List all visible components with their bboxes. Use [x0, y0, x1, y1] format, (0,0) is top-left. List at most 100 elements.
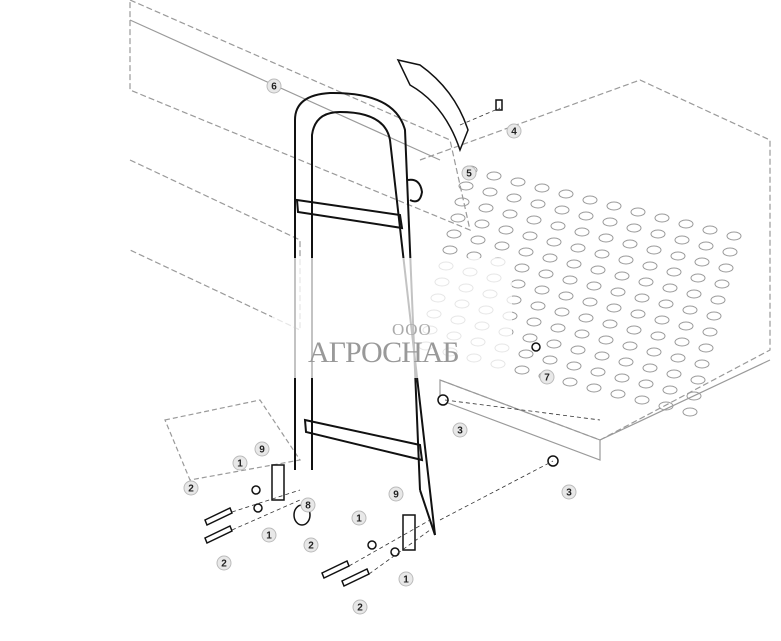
perforation-hole: [638, 379, 654, 389]
perforation-hole: [686, 289, 702, 299]
perforation-hole: [634, 293, 650, 303]
callout-circle: [461, 165, 477, 181]
perforation-hole: [726, 231, 742, 241]
perforation-hole: [522, 333, 538, 343]
perforation-hole: [710, 295, 726, 305]
perforation-hole: [578, 211, 594, 221]
perforation-hole: [666, 267, 682, 277]
perforation-hole: [530, 199, 546, 209]
perforation-hole: [578, 313, 594, 323]
perforation-hole: [594, 351, 610, 361]
perforation-hole: [442, 245, 458, 255]
callout-2: 2: [183, 480, 199, 496]
perforation-hole: [630, 309, 646, 319]
perforation-hole: [570, 243, 586, 253]
perforation-hole: [550, 221, 566, 231]
callout-circle: [261, 527, 277, 543]
perforation-hole: [566, 361, 582, 371]
callout-6: 6: [266, 78, 282, 94]
perforation-hole: [626, 223, 642, 233]
callout-number: 8: [305, 501, 311, 512]
perforation-hole: [514, 365, 530, 375]
callout-circle: [300, 497, 316, 513]
callout-circle: [388, 486, 404, 502]
callout-number: 2: [357, 603, 363, 614]
callout-7: 7: [539, 369, 555, 385]
callout-number: 1: [403, 575, 409, 586]
perforation-hole: [586, 383, 602, 393]
perforation-hole: [542, 355, 558, 365]
callout-circle: [183, 480, 199, 496]
callout-number: 2: [308, 541, 314, 552]
callout-circle: [506, 123, 522, 139]
callout-circle: [539, 369, 555, 385]
callout-circle: [351, 510, 367, 526]
callout-number: 7: [544, 373, 550, 384]
perforation-hole: [590, 367, 606, 377]
perforation-hole: [642, 363, 658, 373]
perforation-hole: [662, 385, 678, 395]
perforation-hole: [562, 275, 578, 285]
perforation-hole: [574, 227, 590, 237]
perforation-hole: [582, 195, 598, 205]
callout-circle: [232, 455, 248, 471]
perforation-hole: [678, 321, 694, 331]
callout-3: 3: [452, 422, 468, 438]
perforation-hole: [494, 241, 510, 251]
perforation-hole: [646, 347, 662, 357]
platform-background: [129, 0, 771, 481]
perforation-hole: [506, 193, 522, 203]
perforation-hole: [702, 327, 718, 337]
perforation-hole: [550, 323, 566, 333]
callout-1: 1: [261, 527, 277, 543]
perforation-hole: [650, 229, 666, 239]
perforation-hole: [682, 407, 698, 417]
perforation-hole: [618, 357, 634, 367]
perforation-hole: [646, 245, 662, 255]
callout-number: 2: [188, 484, 194, 495]
callout-number: 9: [393, 490, 399, 501]
callout-number: 4: [511, 127, 517, 138]
leader-lines: [231, 107, 601, 575]
callout-number: 9: [259, 445, 265, 456]
callout-circle: [352, 599, 368, 615]
perforation-hole: [650, 331, 666, 341]
perforation-hole: [446, 229, 462, 239]
callout-8: 8: [300, 497, 316, 513]
perforation-hole: [678, 219, 694, 229]
perforation-hole: [610, 287, 626, 297]
perforation-hole: [474, 219, 490, 229]
perforation-hole: [658, 299, 674, 309]
callout-number: 1: [356, 514, 362, 525]
perforation-hole: [626, 325, 642, 335]
perforation-hole: [674, 337, 690, 347]
perforation-hole: [642, 261, 658, 271]
callout-circle: [254, 441, 270, 457]
perforation-hole: [534, 285, 550, 295]
perforation-hole: [666, 369, 682, 379]
perforation-hole: [470, 235, 486, 245]
perforation-hole: [534, 183, 550, 193]
perforation-hole: [554, 205, 570, 215]
perforation-hole: [690, 273, 706, 283]
perforation-hole: [594, 249, 610, 259]
perforation-hole: [670, 251, 686, 261]
perforation-hole: [602, 217, 618, 227]
callout-number: 5: [466, 169, 472, 180]
perforation-hole: [622, 239, 638, 249]
perforation-hole: [718, 263, 734, 273]
perforation-hole: [478, 203, 494, 213]
perforation-hole: [458, 181, 474, 191]
perforation-hole: [618, 255, 634, 265]
perforation-hole: [606, 201, 622, 211]
callout-2: 2: [352, 599, 368, 615]
callout-3: 3: [561, 484, 577, 500]
callout-5: 5: [461, 165, 477, 181]
perforation-hole: [518, 349, 534, 359]
perforation-hole: [538, 269, 554, 279]
perforation-hole: [674, 235, 690, 245]
perforation-hole: [662, 283, 678, 293]
